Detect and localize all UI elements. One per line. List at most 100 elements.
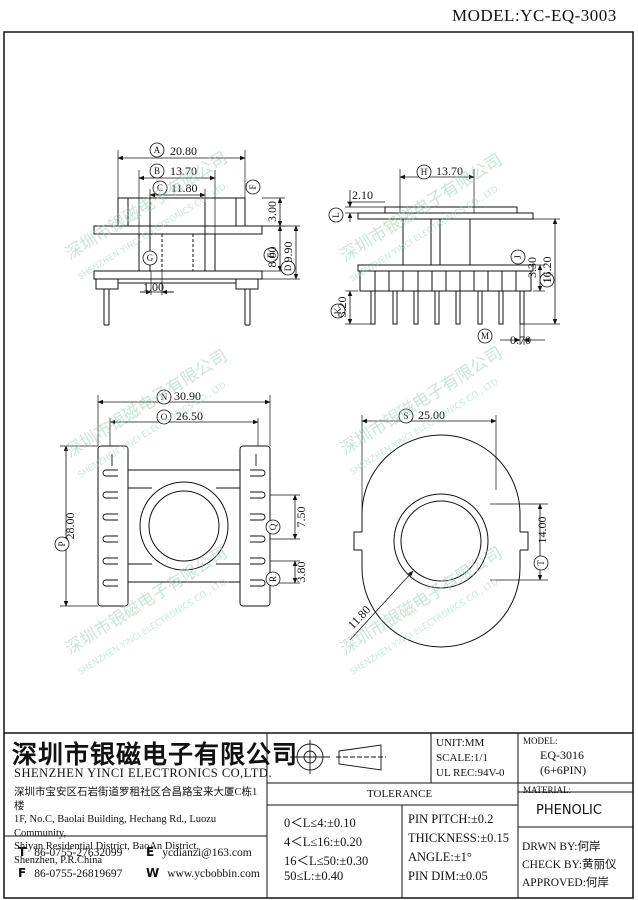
bottom-view	[97, 445, 271, 607]
svg-text:J: J	[513, 255, 523, 259]
tolerance-row: 16＜L≤50:±0.30	[284, 854, 369, 868]
model-pins: (6+6PIN)	[540, 763, 587, 777]
fax-row: F 86-0755-26819697	[18, 866, 122, 880]
website-link[interactable]: www.ycbobbin.com	[167, 868, 260, 880]
dim-d-value: 9.90	[281, 242, 295, 263]
svg-text:K: K	[333, 307, 343, 314]
svg-text:I: I	[542, 279, 552, 282]
side-view-dimensions	[345, 174, 560, 345]
bottom-view-slots	[102, 454, 266, 587]
svg-text:F: F	[248, 184, 258, 189]
dim-e-value: 8.00	[265, 247, 279, 268]
ul-rec-label: UL REC:94V-0	[436, 767, 505, 779]
svg-text:D: D	[283, 264, 293, 271]
scale-label: SCALE:1/1	[436, 752, 488, 764]
svg-text:O: O	[161, 412, 168, 422]
dim-a-value: 20.80	[170, 144, 197, 158]
unit-label: UNIT:MM	[436, 737, 485, 749]
dim-r-value: 3.80	[294, 562, 308, 583]
address-line: 深圳市宝安区石岩街道罗租社区合昌路宝来大厦C栋1楼	[14, 787, 258, 812]
email-address[interactable]: ycdianzi@163.com	[162, 847, 252, 859]
spec-row: THICKNESS:±0.15	[408, 831, 509, 845]
dim-q-value: 7.50	[294, 507, 308, 528]
watermark-cn: 深圳市银磁电子有限公司	[62, 148, 231, 264]
bottom-view-balloon-letters: NO P Q R	[57, 392, 278, 582]
dim-i-value: 16.20	[540, 257, 554, 284]
front-view	[93, 150, 300, 326]
title-block-grid	[4, 732, 633, 898]
dim-g-value: 1.00	[143, 280, 164, 294]
front-view-balloons	[142, 142, 296, 276]
dim-p-value: 28.00	[63, 513, 77, 540]
bottom-view-balloons	[54, 389, 281, 587]
top-view-balloons	[398, 408, 549, 571]
side-view-pins	[370, 290, 525, 325]
model-field-label: MODEL:	[523, 736, 558, 746]
dim-k-value: 5.20	[335, 297, 349, 318]
tel-row: T 86-0755-27632099	[18, 845, 122, 859]
material-value: PHENOLIC	[536, 803, 602, 818]
email-label: E	[146, 845, 155, 859]
material-label: MATERIAL:	[523, 785, 571, 795]
checked-by: CHECK BY:黄丽仪	[522, 859, 617, 871]
side-view-balloons	[328, 164, 555, 344]
top-view-dimension-values: 25.00 14.00 11.80	[345, 408, 549, 632]
projection-symbol-icon	[290, 740, 386, 774]
fax-number: 86-0755-26819697	[34, 868, 123, 880]
svg-text:N: N	[161, 392, 168, 402]
watermark-group: 深圳市银磁电子有限公司 SHENZHEN YINCI ELECTRONICS C…	[62, 148, 506, 677]
bottom-view-dimensions	[60, 395, 300, 607]
svg-text:E: E	[266, 252, 276, 258]
address-line: Shenzhen, P.R.China	[14, 854, 103, 866]
dim-h-value: 13.70	[436, 164, 463, 178]
dim-n-value: 30.90	[174, 389, 201, 403]
company-name-en: SHENZHEN YINCI ELECTRONICS CO,LTD.	[14, 766, 273, 780]
tolerance-title: TOLERANCE	[367, 788, 433, 800]
svg-text:C: C	[157, 183, 163, 193]
dim-l-value: 2.10	[352, 188, 373, 202]
svg-text:H: H	[421, 167, 428, 177]
watermark-cn: 深圳市银磁电子有限公司	[62, 543, 231, 659]
dim-t-value: 14.00	[535, 517, 549, 544]
svg-text:T: T	[536, 560, 546, 566]
company-address: 深圳市宝安区石岩街道罗租社区合昌路宝来大厦C栋1楼 1F, No.C, Baol…	[14, 786, 264, 867]
svg-text:Q: Q	[268, 523, 278, 530]
svg-text:B: B	[154, 166, 160, 176]
tel-number: 86-0755-27632099	[34, 847, 123, 859]
watermark-cn: 深圳市银磁电子有限公司	[62, 346, 231, 462]
address-line: Shiyan Residential District, BaoAn Distr…	[14, 841, 199, 852]
watermark-cn: 深圳市银磁电子有限公司	[337, 343, 506, 459]
dim-b-value: 13.70	[170, 164, 197, 178]
web-label: W	[146, 866, 160, 880]
approved-by: APPROVED:何岸	[522, 877, 609, 889]
spec-row: PIN DIM:±0.05	[408, 869, 488, 883]
model-number: MODEL:YC-EQ-3003	[452, 6, 617, 25]
dim-j-value: 3.30	[525, 257, 539, 278]
tolerance-row: 0＜L≤4:±0.10	[284, 816, 356, 830]
spec-row: ANGLE:±1°	[408, 850, 472, 864]
svg-text:L: L	[331, 212, 341, 218]
dim-s-value: 25.00	[418, 408, 445, 422]
front-view-balloon-letters: ABC F E D G	[147, 145, 293, 271]
model-field-value: EQ-3016	[540, 748, 584, 762]
top-view	[353, 434, 529, 648]
top-view-balloon-letters: S T	[403, 411, 546, 566]
dim-c-value: 11.80	[171, 181, 198, 195]
fax-label: F	[18, 866, 27, 880]
top-view-dimensions	[349, 415, 548, 641]
dim-o-value: 26.50	[176, 409, 203, 423]
svg-text:R: R	[268, 576, 278, 582]
front-view-dimensions	[117, 155, 299, 295]
dim-m-value: 0.70	[510, 333, 531, 347]
tolerance-row: 50≤L:±0.40	[284, 869, 344, 883]
svg-text:S: S	[403, 411, 408, 421]
tel-label: T	[18, 845, 27, 859]
side-view-balloon-letters: H L J I K M	[331, 167, 552, 341]
front-view-dimension-values: 20.80 13.70 11.80 3.00 8.00 9.90 1.00	[143, 144, 295, 294]
dim-f-value: 3.00	[265, 201, 279, 222]
address-line: 1F, No.C, Baolai Building, Hechang Rd., …	[14, 814, 217, 839]
svg-text:A: A	[154, 145, 161, 155]
svg-text:M: M	[481, 331, 489, 341]
